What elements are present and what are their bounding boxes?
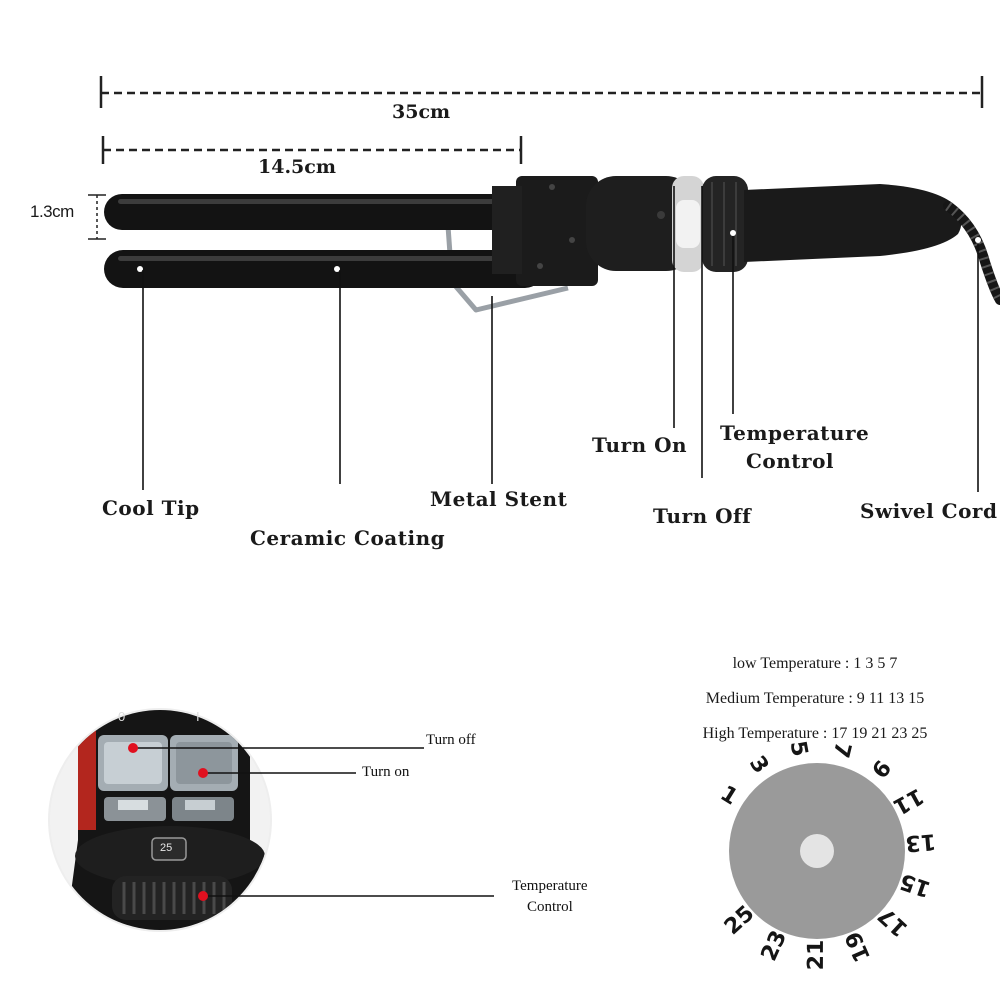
turn-off-label: Turn Off — [653, 504, 752, 528]
barrel-diameter-dimension-line — [88, 194, 106, 240]
barrel-length-dimension-line — [101, 136, 523, 164]
temperature-dial-center — [800, 834, 834, 868]
turn-off-indicator-dot — [128, 743, 138, 753]
dial-number-21: 21 — [804, 940, 829, 971]
closeup-view — [50, 710, 270, 930]
total-length-dimension-line — [99, 76, 984, 108]
barrel-clamp — [516, 176, 598, 286]
low-temperature-legend: low Temperature : 1 3 5 7 — [732, 655, 898, 672]
turn-on-indicator-dot — [198, 768, 208, 778]
lower-barrel — [104, 250, 544, 288]
closeup-turn-off-label: Turn off — [426, 732, 476, 748]
temperature-indicator-dot — [198, 891, 208, 901]
closeup-temperature-label-line2: Control — [527, 899, 573, 915]
closeup-temperature-label-line1: Temperature — [512, 878, 588, 894]
temperature-control-label-line2: Control — [746, 449, 835, 473]
barrel-diameter-label: 1.3cm — [30, 202, 74, 221]
dial-number-7: 7 — [827, 740, 855, 761]
ceramic-coating-label: Ceramic Coating — [250, 526, 446, 550]
switch-mark-off: 0 — [118, 709, 126, 724]
metal-stent-label: Metal Stent — [430, 487, 568, 511]
handle-body — [586, 176, 696, 271]
total-length-label: 35cm — [392, 101, 451, 123]
closeup-dial-value: 25 — [160, 842, 173, 854]
dial-number-5: 5 — [785, 739, 812, 759]
turn-on-label: Turn On — [592, 433, 688, 457]
barrel-length-label: 14.5cm — [258, 156, 336, 178]
swivel-cord — [943, 201, 1000, 305]
high-temperature-legend: High Temperature : 17 19 21 23 25 — [702, 725, 928, 742]
dial-number-9: 9 — [866, 755, 895, 782]
cool-tip-label: Cool Tip — [102, 496, 200, 520]
dial-number-13: 13 — [904, 828, 937, 856]
closeup-turn-on-label: Turn on — [362, 764, 410, 780]
dial-number-3: 3 — [744, 752, 773, 779]
dial-number-1: 1 — [716, 781, 742, 810]
swivel-cord-label: Swivel Cord — [860, 499, 998, 523]
handle-grip — [744, 184, 962, 262]
dial-number-15: 15 — [897, 868, 934, 902]
temperature-control-label-line1: Temperature — [720, 421, 870, 445]
switch-mark-on: I — [196, 709, 200, 724]
medium-temperature-legend: Medium Temperature : 9 11 13 15 — [705, 690, 925, 707]
